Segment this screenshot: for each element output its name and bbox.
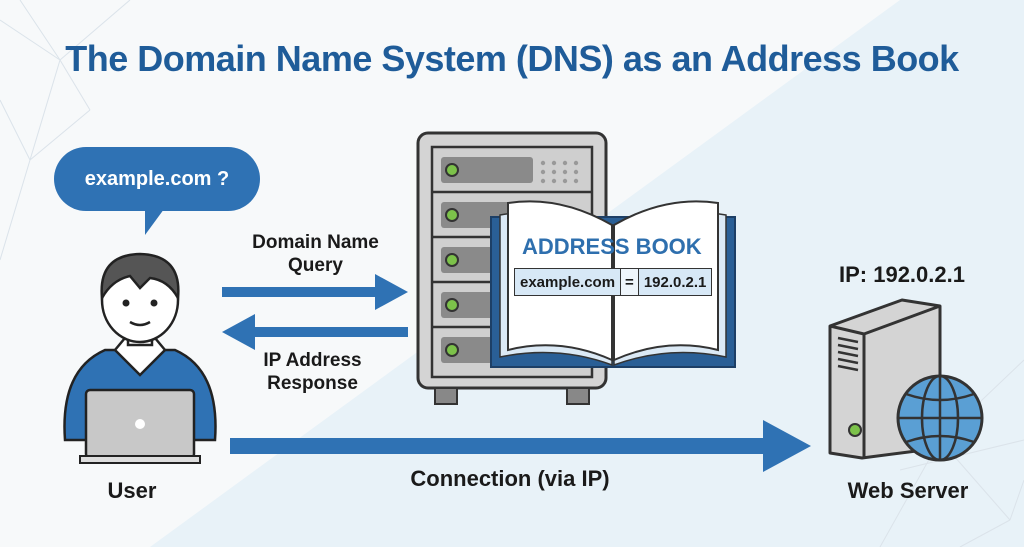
user-label: User	[107, 478, 157, 503]
speech-bubble: example.com ?	[54, 147, 260, 211]
speech-bubble-tail	[145, 205, 167, 235]
response-label: IP Address Response	[225, 350, 400, 396]
web-server-ip-label: IP: 192.0.2.1	[839, 262, 965, 287]
user-icon	[63, 252, 217, 464]
connection-label: Connection (via IP)	[410, 466, 610, 491]
connection-arrow	[230, 420, 811, 472]
entry-ip: 192.0.2.1	[643, 273, 707, 291]
address-book-entry: example.com = 192.0.2.1	[514, 268, 713, 296]
speech-bubble-text: example.com ?	[84, 167, 230, 190]
query-label: Domain Name Query	[228, 232, 403, 278]
entry-domain: example.com	[520, 273, 616, 291]
response-label-line1: IP Address	[263, 350, 362, 371]
web-server-label: Web Server	[847, 478, 969, 503]
response-arrow	[222, 314, 408, 350]
globe-icon	[896, 374, 984, 462]
web-server-icon	[828, 298, 984, 462]
query-arrow	[222, 274, 408, 310]
address-book-icon	[490, 200, 736, 368]
query-label-line2: Query	[288, 254, 343, 276]
query-label-line1: Domain Name	[252, 232, 379, 253]
response-label-line2: Response	[267, 372, 358, 394]
entry-separator: =	[620, 269, 639, 295]
page-title: The Domain Name System (DNS) as an Addre…	[65, 38, 959, 79]
address-book-title: ADDRESS BOOK	[522, 234, 702, 259]
